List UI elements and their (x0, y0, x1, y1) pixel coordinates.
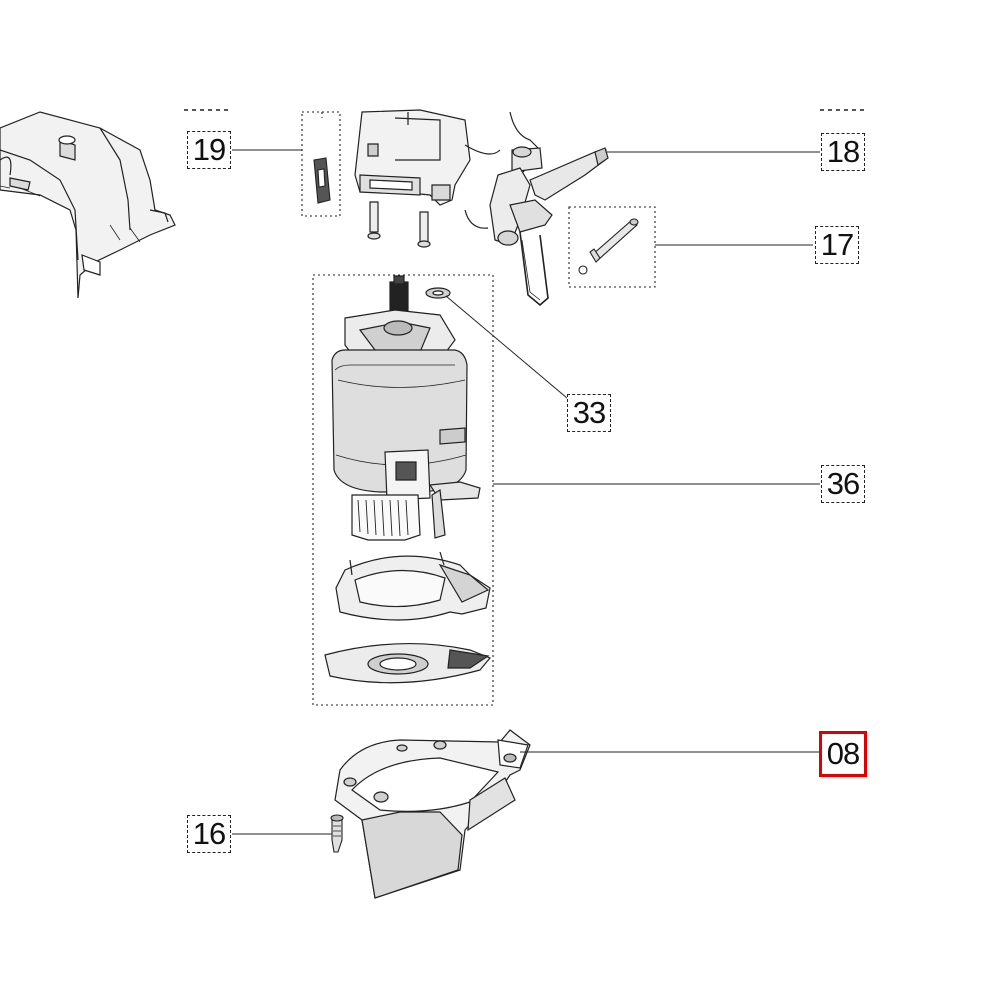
screw-part-16 (331, 815, 343, 852)
callout-18[interactable]: 18 (821, 133, 865, 171)
leader-lines (232, 149, 820, 835)
callout-16-label: 16 (192, 816, 226, 851)
motor-frame-part (355, 110, 500, 247)
switch-lever-part-18 (465, 112, 608, 305)
motor-assembly-part-36 (313, 275, 493, 705)
fan-housing-part-08 (335, 730, 530, 898)
callout-19-label: 19 (192, 132, 226, 167)
washer-part-33 (426, 288, 450, 298)
connector-part-19 (302, 112, 340, 216)
callout-08-label: 08 (826, 736, 860, 771)
callout-17[interactable]: 17 (815, 226, 859, 264)
callout-33[interactable]: 33 (567, 394, 611, 432)
callout-36-label: 36 (826, 466, 860, 501)
pin-shaft-part-17 (569, 207, 655, 287)
housing-cover-part (0, 112, 175, 298)
leader-line-33 (445, 295, 568, 399)
callout-36[interactable]: 36 (821, 465, 865, 503)
callout-16[interactable]: 16 (187, 815, 231, 853)
callout-08[interactable]: 08 (819, 731, 867, 777)
callout-17-label: 17 (820, 227, 854, 262)
callout-33-label: 33 (572, 395, 606, 430)
callout-19[interactable]: 19 (187, 131, 231, 169)
callout-18-label: 18 (826, 134, 860, 169)
